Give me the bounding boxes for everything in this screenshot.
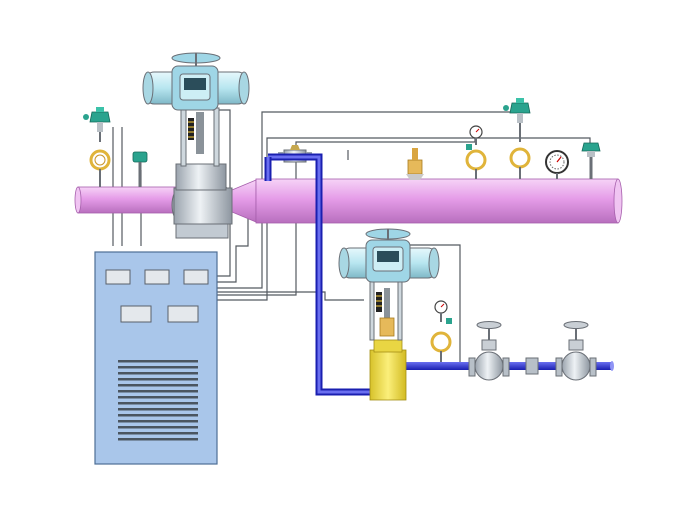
display-window (167, 305, 199, 323)
display-window (144, 269, 170, 285)
hand-wheel-globe-valve-icon (468, 321, 510, 381)
pressure-transmitter-icon (83, 107, 111, 187)
safety-valve-icon (406, 148, 424, 180)
pipe-union-icon (525, 357, 539, 375)
temperature-sensor-icon (132, 151, 148, 187)
pressure-transmitter-icon (503, 98, 531, 179)
desuperheating-water-valve (338, 228, 440, 341)
pressure-gauge-icon (465, 125, 487, 179)
electric-actuator-icon (338, 228, 440, 283)
pressure-gauge-icon (430, 300, 452, 362)
position-scale-icon (188, 118, 194, 140)
pressure-reducing-valve (142, 52, 250, 239)
hand-wheel-globe-valve-icon (555, 321, 597, 381)
main-steam-pipe (74, 178, 623, 224)
control-cabinet-icon[interactable] (94, 251, 218, 465)
display-window (105, 269, 131, 285)
dial-thermometer-icon (545, 150, 569, 179)
water-injection-block-icon (369, 339, 407, 401)
temperature-sensor-icon (581, 142, 601, 179)
water-pipe-end (610, 361, 614, 371)
electric-actuator-icon (142, 52, 250, 111)
position-scale-icon (376, 292, 382, 312)
display-window (183, 269, 209, 285)
vent-grille (118, 360, 198, 441)
display-window (120, 305, 152, 323)
